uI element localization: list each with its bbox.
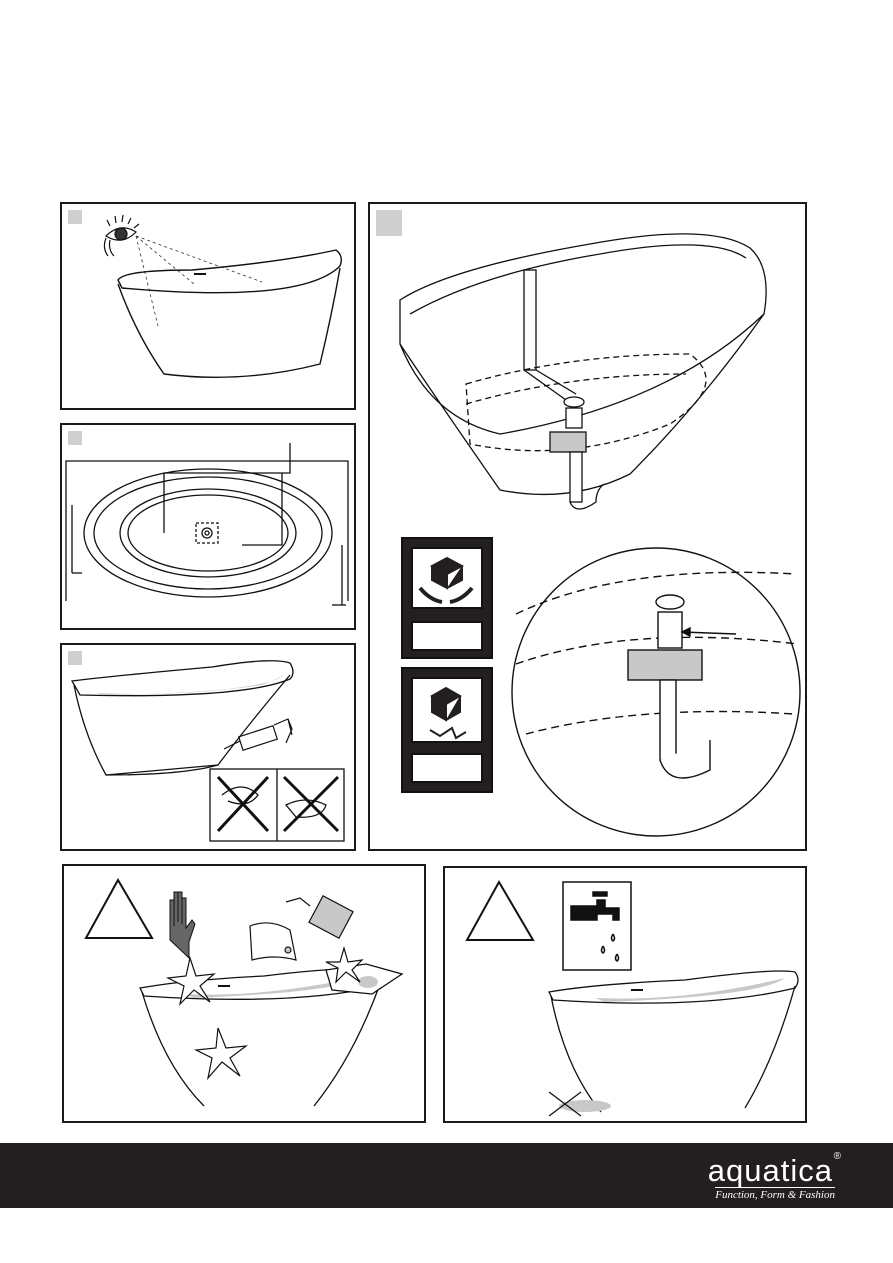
drain-detail-zoom [512,548,800,836]
warning-triangle-icon [467,882,533,940]
fragile-sign [402,668,492,792]
panel-cleaning-warning [62,864,426,1123]
cleaning-warning-illustration [64,866,424,1121]
solvent-bottle-icon [250,896,353,960]
caulk-gun-icon [224,719,292,750]
prohibited-tools [210,769,344,841]
bathtub-outline [400,234,766,495]
footer-bar: aquatica ® Function, Form & Fashion [0,1143,893,1208]
panel-silicone [60,643,356,851]
bathtub [118,250,341,377]
drain-assembly [550,397,604,509]
dimension-drawing [62,425,354,628]
panel-dimensions [60,423,356,630]
drain-install-illustration [370,204,805,849]
panel-drain-install [368,202,807,851]
protect-packaging-sign [402,538,492,658]
bathtub [72,661,293,775]
panel-inspect [60,202,356,410]
brand-logo: aquatica [708,1153,833,1189]
warning-triangle-icon [86,880,152,938]
silicone-illustration [62,645,354,849]
brand-tagline: Function, Form & Fashion [715,1187,835,1201]
panel-water-warning [443,866,807,1123]
inspect-illustration [62,204,354,408]
bathtub [549,971,798,1116]
tap-sign [563,882,631,970]
water-warning-illustration [445,868,805,1121]
glove-icon [170,892,195,958]
bathtub [140,964,402,1106]
scratch-icon [168,948,362,1078]
overflow-pipe [524,270,576,400]
eye-icon [104,215,139,256]
registered-mark: ® [834,1151,841,1162]
